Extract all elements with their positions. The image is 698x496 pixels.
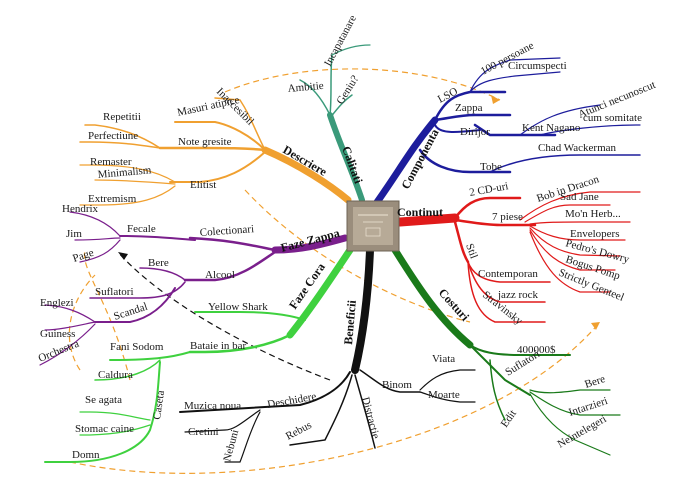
node-domn: Domn	[72, 449, 100, 461]
node-viata: Viata	[432, 353, 455, 365]
node-stil: Stil	[463, 242, 480, 260]
node-remaster: Remaster	[90, 156, 132, 168]
node-2-cd-uri: 2 CD-uri	[468, 180, 509, 199]
node-ambitie: Ambitie	[287, 80, 324, 95]
node-cretini: Cretini	[188, 426, 219, 438]
link-orchestra	[68, 274, 96, 371]
branch-title-calitati: Calitati	[339, 144, 366, 186]
node-note-gresite: Note gresite	[178, 136, 232, 148]
branch-title-faze-zappa: Faze Zappa	[279, 226, 341, 255]
node-nebuni: Nebuni	[221, 428, 241, 462]
node-mon-herb: Mo'n Herb...	[565, 208, 621, 220]
link-arrow-costuri	[591, 322, 600, 330]
node-masuri-atipice: Masuri atipice	[176, 94, 240, 119]
node-stomac-caine: Stomac caine	[75, 423, 134, 435]
node-bere-costuri: Bere	[583, 373, 607, 391]
branch-title-beneficii: Beneficii	[341, 299, 359, 345]
node-caldura: Caldura	[98, 369, 133, 381]
node-jazz-rock: jazz rock	[497, 289, 538, 301]
node-page: Page	[71, 247, 95, 265]
node-suflatori-zappa: Suflatori	[95, 286, 134, 298]
link-domn-costuri	[69, 321, 601, 474]
node-cum-somitate: cum somitate	[583, 112, 642, 124]
node-rebus: Rebus	[284, 419, 314, 443]
link-arrow-zappa	[491, 95, 500, 104]
node-hendrix: Hendrix	[62, 203, 99, 215]
node-alcool: Alcool	[205, 269, 235, 281]
node-fani-sodom: Fani Sodom	[110, 341, 164, 353]
branch-costuri	[391, 246, 621, 456]
node-guiness: Guiness	[40, 328, 75, 340]
center-album-cover	[346, 200, 400, 252]
node-neintelegeri: Neintelegeri	[556, 413, 609, 451]
node-caseta: Caseta	[151, 390, 167, 421]
branch-continut	[395, 191, 641, 323]
node-dirijor: Dirijor	[460, 126, 490, 138]
link-arrow-fecale	[118, 252, 128, 260]
node-deschidere: Deschidere	[266, 391, 317, 411]
node-binom: Binom	[382, 379, 412, 391]
node-bere-zappa: Bere	[148, 257, 169, 269]
node-scandal: Scandal	[112, 301, 149, 323]
node-repetitii: Repetitii	[103, 111, 141, 123]
node-400000: 400000$	[517, 344, 556, 356]
node-distractie: Distractie	[359, 396, 382, 441]
node-fecale: Fecale	[127, 223, 156, 235]
node-yellow-shark: Yellow Shark	[208, 301, 268, 313]
node-tobe: Tobe	[480, 161, 502, 173]
node-se-agata: Se agata	[85, 394, 122, 406]
link-descriere-zappa	[224, 68, 501, 101]
node-englezi: Englezi	[40, 297, 74, 309]
node-envelopers: Envelopers	[570, 228, 619, 240]
branch-beneficii	[179, 246, 476, 463]
node-muzica-noua: Muzica noua	[184, 400, 241, 412]
branch-calitati	[299, 44, 371, 203]
node-jim: Jim	[66, 228, 82, 240]
branch-faze-cora	[44, 246, 354, 463]
node-geniu: Geniu?	[334, 73, 361, 106]
node-elitist: Elitist	[190, 179, 216, 191]
node-kent-nagano: Kent Nagano	[522, 122, 581, 134]
node-bataie-in-bar: Bataie in bar	[190, 340, 247, 352]
node-minimalism: Minimalism	[97, 164, 152, 181]
node-incapatanare: Incapatanare	[322, 13, 359, 68]
branch-title-continut: Continut	[397, 205, 443, 219]
node-extremism: Extremism	[88, 193, 137, 205]
node-chad-wackerman: Chad Wackerman	[538, 142, 617, 154]
node-perfectiune: Perfectiune	[88, 130, 138, 142]
link-deschidere-fecale	[117, 251, 331, 381]
node-circumspecti: Circumspecti	[508, 60, 567, 72]
branch-faze-zappa	[39, 211, 349, 366]
node-sad-jane: Sad Jane	[560, 191, 599, 203]
branch-componenta	[371, 57, 641, 209]
node-zappa: Zappa	[455, 102, 483, 114]
node-moarte: Moarte	[428, 389, 460, 401]
node-7-piese: 7 piese	[492, 211, 523, 223]
node-colectionari: Colectionari	[199, 223, 254, 239]
node-contemporan: Contemporan	[478, 268, 538, 280]
branch-descriere	[79, 97, 352, 206]
link-caseta	[83, 249, 131, 381]
